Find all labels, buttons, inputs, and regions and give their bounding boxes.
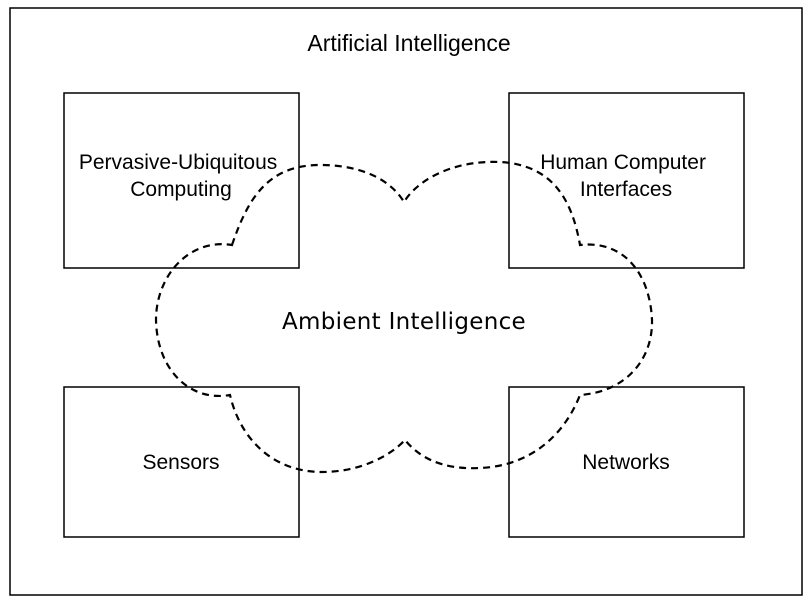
human-computer-interfaces-line-1: Human Computer bbox=[540, 151, 706, 174]
networks-box bbox=[508, 386, 745, 538]
pervasive-ubiquitous-computing-label: Pervasive-Ubiquitous Computing bbox=[79, 151, 283, 201]
human-computer-interfaces-line-2: Interfaces bbox=[580, 178, 672, 201]
sensors-box bbox=[63, 386, 300, 538]
networks-label: Networks bbox=[582, 451, 670, 474]
ambient-intelligence-cloud bbox=[154, 160, 654, 474]
human-computer-interfaces-label: Human Computer Interfaces bbox=[540, 151, 712, 201]
sensors-label: Sensors bbox=[142, 451, 219, 474]
human-computer-interfaces-box bbox=[508, 92, 745, 269]
pervasive-ubiquitous-computing-line-1: Pervasive-Ubiquitous bbox=[79, 151, 277, 174]
pervasive-ubiquitous-computing-line-2: Computing bbox=[130, 178, 232, 201]
artificial-intelligence-title: Artificial Intelligence bbox=[307, 30, 510, 56]
pervasive-ubiquitous-computing-box bbox=[63, 92, 300, 269]
ambient-intelligence-label: Ambient Intelligence bbox=[282, 309, 526, 335]
